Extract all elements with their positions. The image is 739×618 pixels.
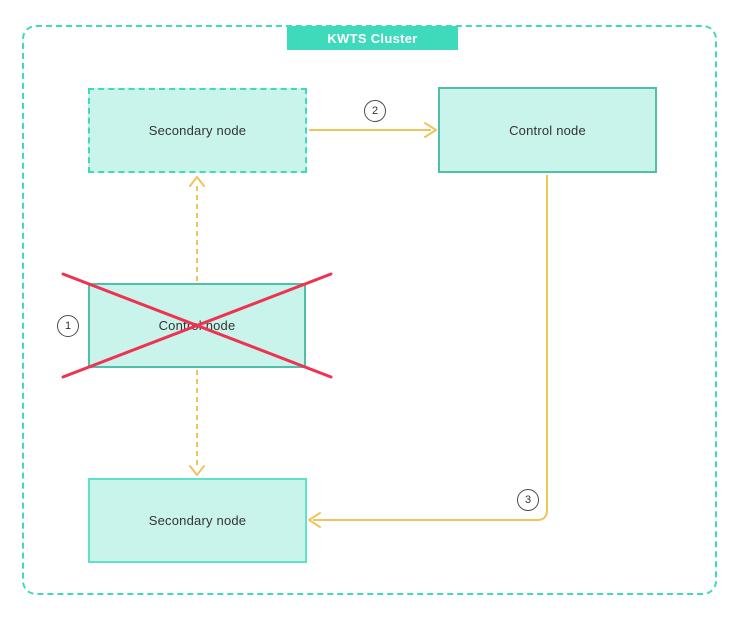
step-badge-2: 2	[364, 100, 386, 122]
node-secondary-bottom: Secondary node	[88, 478, 307, 563]
step-badge-3: 3	[517, 489, 539, 511]
node-control-active-label: Control node	[509, 122, 586, 138]
cluster-title: KWTS Cluster	[287, 26, 458, 50]
node-control-active: Control node	[438, 87, 657, 173]
node-control-failed: Control node	[88, 283, 306, 368]
step-badge-1: 1	[57, 315, 79, 337]
node-secondary-top: Secondary node	[88, 88, 307, 173]
node-secondary-top-label: Secondary node	[148, 123, 247, 138]
node-secondary-bottom-label: Secondary node	[148, 513, 247, 528]
node-control-failed-label: Control node	[158, 318, 236, 333]
